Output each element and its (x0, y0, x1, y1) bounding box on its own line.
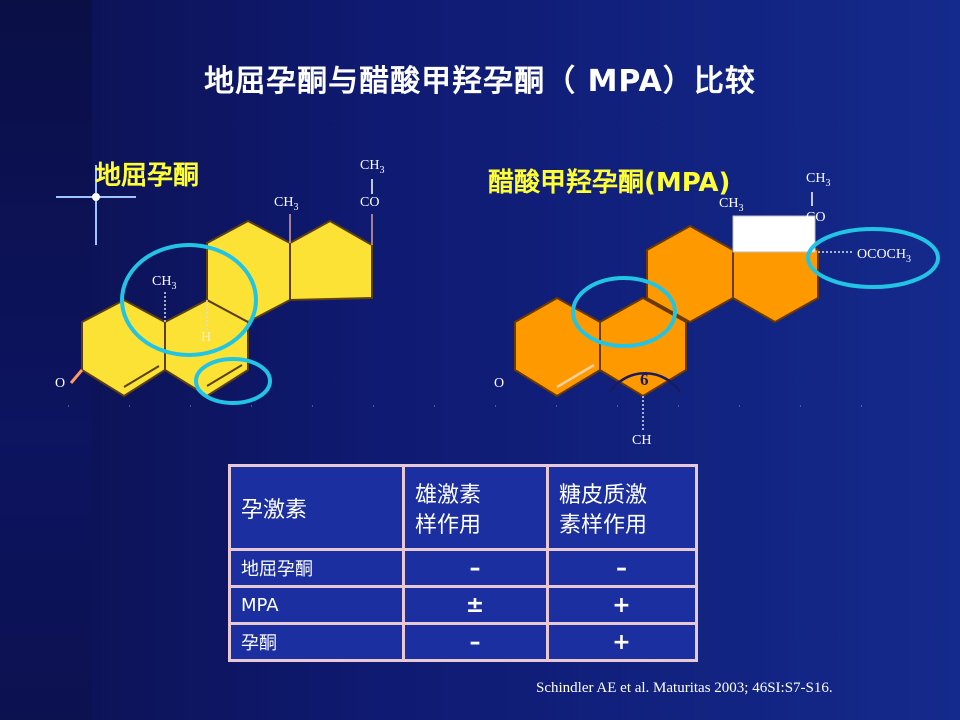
right-highlight-ring (571, 276, 677, 348)
left-highlight-ring-b (120, 243, 258, 357)
left-molecule-title: 地屈孕酮 (95, 161, 200, 191)
left-band (0, 0, 92, 720)
left-molecule-rings (81, 219, 373, 398)
left-label-co: CO (360, 195, 380, 210)
cell-androgenic: – (402, 622, 549, 662)
right-mask-box (732, 215, 816, 253)
right-c6-arc (608, 371, 682, 393)
cell-glucocorticoid: + (546, 622, 698, 662)
right-molecule-title: 醋酸甲羟孕酮(MPA) (488, 168, 731, 198)
header-androgenic: 雄激素样作用 (402, 464, 549, 551)
right-label-ococh3: OCOCH3 (857, 247, 912, 265)
left-label-o: O (55, 376, 66, 391)
left-double-bond-b (206, 364, 243, 387)
table-row: 地屈孕酮 – – (228, 548, 698, 588)
table-row: 孕酮 – + (228, 622, 698, 662)
right-double-bond-a (556, 363, 595, 389)
left-label-ch3-top: CH3 (360, 158, 385, 176)
left-ketone-bond (69, 369, 84, 384)
citation: Schindler AE et al. Maturitas 2003; 46SI… (536, 680, 833, 696)
right-highlight-acetate (806, 227, 940, 289)
right-ring-a (514, 296, 601, 398)
right-label-six: 6 (640, 370, 649, 389)
right-label-co: CO (806, 210, 826, 225)
right-label-ch3-top: CH3 (806, 171, 831, 189)
left-label-ch3-c10: CH3 (152, 274, 177, 292)
row-name-progesterone: 孕酮 (228, 622, 405, 662)
left-label-h: H (201, 330, 212, 345)
table-header-row: 孕激素 雄激素样作用 糖皮质激素样作用 (228, 464, 698, 551)
cell-glucocorticoid: – (546, 548, 698, 588)
left-double-bond-a (123, 365, 160, 388)
header-glucocorticoid: 糖皮质激素样作用 (546, 464, 698, 551)
header-progestogen: 孕激素 (228, 464, 405, 551)
slide-title: 地屈孕酮与醋酸甲羟孕酮（ MPA）比较 (204, 64, 756, 99)
cell-androgenic: – (402, 548, 549, 588)
cell-glucocorticoid: + (546, 585, 698, 625)
cell-androgenic: ± (402, 585, 549, 625)
left-ring-d (289, 219, 373, 302)
table-row: MPA ± + (228, 585, 698, 625)
right-label-ch3-c13: CH3 (719, 196, 744, 214)
right-label-ch: CH (632, 433, 652, 448)
right-label-o: O (494, 376, 505, 391)
right-ring-b (599, 296, 687, 398)
left-highlight-double-bond (194, 357, 272, 405)
row-name-dydrogesterone: 地屈孕酮 (228, 548, 405, 588)
comparison-table: 孕激素 雄激素样作用 糖皮质激素样作用 地屈孕酮 – – MPA ± + 孕酮 … (228, 464, 698, 662)
row-name-mpa: MPA (228, 585, 405, 625)
left-label-ch3-c13: CH3 (274, 195, 299, 213)
